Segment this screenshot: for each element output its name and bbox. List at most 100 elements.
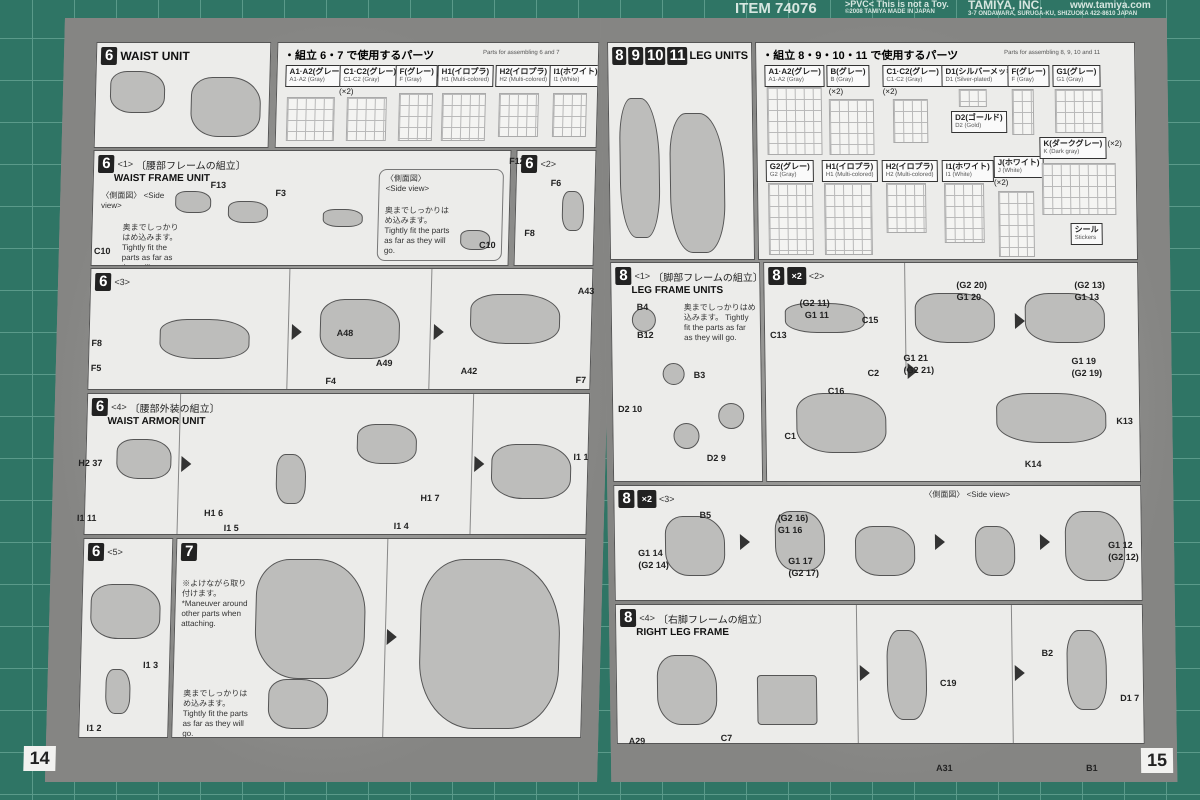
part-callout-label: G1 14 [638, 548, 663, 558]
mat-address: 3-7 ONDAWARA, SURUGA-KU, SHIZUOKA 422-86… [968, 11, 1138, 17]
part-callout-label: K14 [1024, 459, 1042, 469]
step-7-panel: 7 ※よけながら取り付けます。 *Maneuver around other p… [171, 538, 587, 738]
part-callout-label: H2 37 [78, 458, 103, 468]
step-number: 6 [100, 47, 118, 65]
sprue-diagram [892, 99, 929, 143]
parts-box-g2: G2(グレー)G2 (Gray) [765, 160, 814, 182]
part-callout-label: A43 [577, 286, 595, 296]
next-arrow-icon [934, 534, 946, 550]
part-illustration [89, 584, 162, 639]
parts-qty: (×2) [828, 87, 844, 96]
parts-list-panel: ・組立 6・7 で使用するパーツ Parts for assembling 6 … [274, 42, 600, 148]
sprue-diagram [345, 97, 387, 141]
part-callout-label: C2 [867, 368, 880, 378]
part-illustration [756, 675, 818, 725]
leg-illustration [618, 98, 661, 238]
part-callout-label: C15 [861, 315, 879, 325]
part-illustration [469, 294, 561, 344]
part-callout-label: (G2 13) [1074, 280, 1105, 290]
sprue-diagram [1011, 89, 1035, 135]
part-callout-label: B1 [1086, 763, 1098, 773]
part-illustration [174, 191, 212, 213]
step-sub: <1> [634, 271, 651, 281]
waist-part-illustration [109, 71, 166, 113]
sprue-diagram [943, 183, 985, 243]
part-callout-label: G1 12 [1107, 540, 1133, 550]
parts-qty: (×2) [1107, 139, 1122, 148]
part-illustration [356, 424, 418, 464]
step-8-4-panel: 8<4>〔右脚フレームの組立〕 RIGHT LEG FRAME [614, 604, 1145, 744]
mat-url: www.tamiya.com [1070, 0, 1151, 11]
part-callout-label: (G2 12) [1108, 552, 1139, 562]
parts-box-h2: H2(イロプラ)H2 (Multi-colored) [881, 160, 938, 182]
part-illustration [490, 444, 572, 499]
part-callout-label: I1 1 [573, 452, 589, 462]
sprue-diagram [397, 93, 434, 141]
next-arrow-icon [181, 456, 192, 472]
part-callout-label: C16 [827, 386, 845, 396]
waist-part-illustration [189, 77, 262, 137]
part-callout-label: G1 19 [1071, 356, 1097, 366]
part-illustration [673, 423, 700, 449]
parts-box-a1a2: A1·A2(グレー)A1·A2 (Gray) [764, 65, 826, 87]
quantity-badge: ×2 [637, 490, 657, 508]
part-callout-label: (G2 14) [638, 560, 669, 570]
sprue-diagram [823, 183, 873, 255]
step-number: 7 [180, 543, 198, 561]
part-callout-label: D2 9 [706, 453, 726, 463]
sprue-diagram [885, 183, 927, 233]
step-number: 6 [94, 273, 112, 291]
part-callout-label: F4 [325, 376, 337, 386]
sprue-diagram [958, 89, 987, 107]
part-callout-label: C10 [478, 240, 496, 250]
step-8-1-panel: 8<1>〔脚部フレームの組立〕 LEG FRAME UNITS 奥までしっかりは… [610, 262, 764, 482]
step-6-1-panel: 6<1>〔腰部フレームの組立〕 WAIST FRAME UNIT 〈側面図〉 <… [90, 150, 512, 266]
sprue-diagram [766, 87, 823, 155]
part-callout-label: (G2 11) [799, 298, 830, 308]
parts-box-j: J(ホワイト)J (White) [993, 156, 1044, 178]
step-sub: <4> [111, 402, 127, 412]
parts-box-f: F(グレー)F (Gray) [395, 65, 438, 87]
mat-copyright: ©2008 TAMIYA MADE IN JAPAN [845, 9, 935, 15]
part-callout-label: I1 3 [142, 660, 159, 670]
step-title: LEG UNITS [689, 50, 749, 62]
part-callout-label: H1 6 [203, 508, 224, 518]
fit-note: 奥までしっかりはめ込みます。 Tightly fit the parts as … [182, 689, 248, 738]
parts-qty: (×2) [993, 178, 1009, 187]
side-view-note: 〈側面図〉 <Side view> [924, 490, 1011, 499]
mat-item-number: ITEM 74076 [735, 0, 817, 17]
step-number: 6 [87, 543, 105, 561]
part-illustration [718, 403, 745, 429]
part-callout-label: I1 5 [223, 523, 239, 533]
part-callout-label: C7 [720, 733, 733, 743]
part-illustration [115, 439, 172, 479]
step-title: WAIST UNIT [120, 49, 190, 63]
part-illustration [1066, 630, 1108, 710]
gundam-figure-illustration [253, 559, 367, 679]
step-6-2-panel: 6<2> [513, 150, 597, 266]
step-title-jp: 〔腰部フレームの組立〕 [135, 160, 246, 172]
step-sub: <2> [808, 271, 825, 281]
part-callout-label: C1 [784, 431, 797, 441]
part-illustration [227, 201, 269, 223]
next-arrow-icon [739, 534, 751, 550]
parts-box-h1: H1(イロプラ)H1 (Multi-colored) [821, 160, 878, 182]
part-callout-label: A48 [336, 328, 354, 338]
mat-company: TAMIYA, INC. [968, 0, 1043, 12]
part-illustration [974, 526, 1016, 576]
part-callout-label: B3 [693, 370, 706, 380]
part-callout-label: A29 [628, 736, 646, 746]
step-number: 6 [97, 155, 115, 173]
part-callout-label: A49 [375, 358, 393, 368]
part-callout-label: B5 [699, 510, 712, 520]
fit-note: 奥までしっかりはめ込みます。 Tightly fit the parts as … [121, 223, 179, 266]
next-arrow-icon [386, 629, 398, 645]
part-callout-label: F12 [509, 156, 525, 166]
part-callout-label: C10 [93, 246, 111, 256]
step-8-3-panel: 8×2<3> 〈側面図〉 <Side view> [613, 485, 1143, 601]
part-callout-label: K13 [1116, 416, 1133, 426]
part-illustration [995, 393, 1107, 443]
